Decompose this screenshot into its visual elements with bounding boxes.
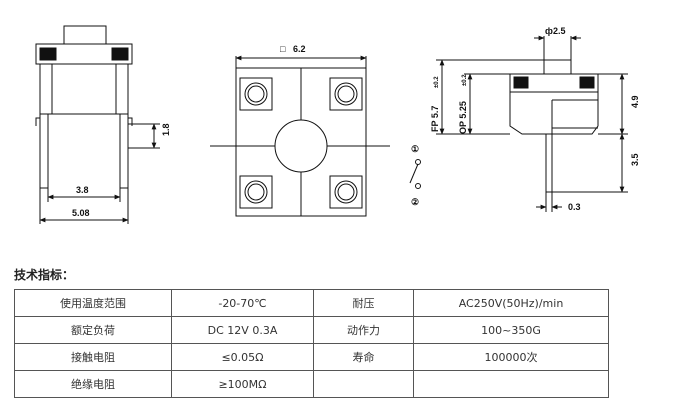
fp-label: FP 5.7 (430, 106, 440, 132)
dim-pin-height: 1.8 (161, 123, 171, 136)
technical-drawing: 1.8 3.8 5.08 (35, 25, 640, 224)
table-row: 绝缘电阻 ≥100MΩ (14, 370, 609, 398)
spec-label (313, 370, 414, 398)
spec-value: AC250V(50Hz)/min (413, 289, 609, 317)
dim-pin-thickness: 0.3 (568, 202, 581, 212)
terminal-2-label: ② (411, 197, 419, 207)
table-row: 使用温度范围 -20-70℃ 耐压 AC250V(50Hz)/min (14, 289, 609, 317)
spec-value (413, 370, 609, 398)
table-row: 额定负荷 DC 12V 0.3A 动作力 100~350G (14, 316, 609, 344)
top-view (210, 55, 390, 217)
spec-heading: 技术指标： (14, 268, 75, 282)
dim-width-inner: 3.8 (76, 185, 89, 195)
spec-value: DC 12V 0.3A (171, 316, 314, 344)
op-tolerance: ±0.2 (462, 74, 468, 86)
spec-value: -20-70℃ (171, 289, 314, 317)
spec-value: 100000次 (413, 343, 609, 371)
spec-label: 寿命 (313, 343, 414, 371)
switch-schematic (409, 159, 421, 189)
diameter-symbol: ф (545, 26, 553, 36)
dim-body-height: 4.9 (630, 95, 640, 108)
op-label: OP 5.25 (458, 101, 468, 134)
dim-body: 6.2 (293, 44, 306, 54)
spec-value: ≤0.05Ω (171, 343, 314, 371)
side-view (35, 25, 160, 224)
spec-value: 100~350G (413, 316, 609, 344)
spec-label: 耐压 (313, 289, 414, 317)
spec-label: 绝缘电阻 (14, 370, 172, 398)
spec-table: 使用温度范围 -20-70℃ 耐压 AC250V(50Hz)/min 额定负荷 … (14, 289, 609, 398)
profile-view (436, 35, 628, 212)
dim-stem: 2.5 (553, 26, 566, 36)
dim-pin-length: 3.5 (630, 153, 640, 166)
square-symbol: □ (280, 44, 286, 54)
spec-label: 动作力 (313, 316, 414, 344)
spec-label: 接触电阻 (14, 343, 172, 371)
terminal-1-label: ① (411, 144, 419, 154)
table-row: 接触电阻 ≤0.05Ω 寿命 100000次 (14, 343, 609, 371)
spec-label: 使用温度范围 (14, 289, 172, 317)
spec-label: 额定负荷 (14, 316, 172, 344)
spec-value: ≥100MΩ (171, 370, 314, 398)
fp-tolerance: ±0.2 (434, 76, 440, 88)
dim-width-outer: 5.08 (72, 208, 90, 218)
